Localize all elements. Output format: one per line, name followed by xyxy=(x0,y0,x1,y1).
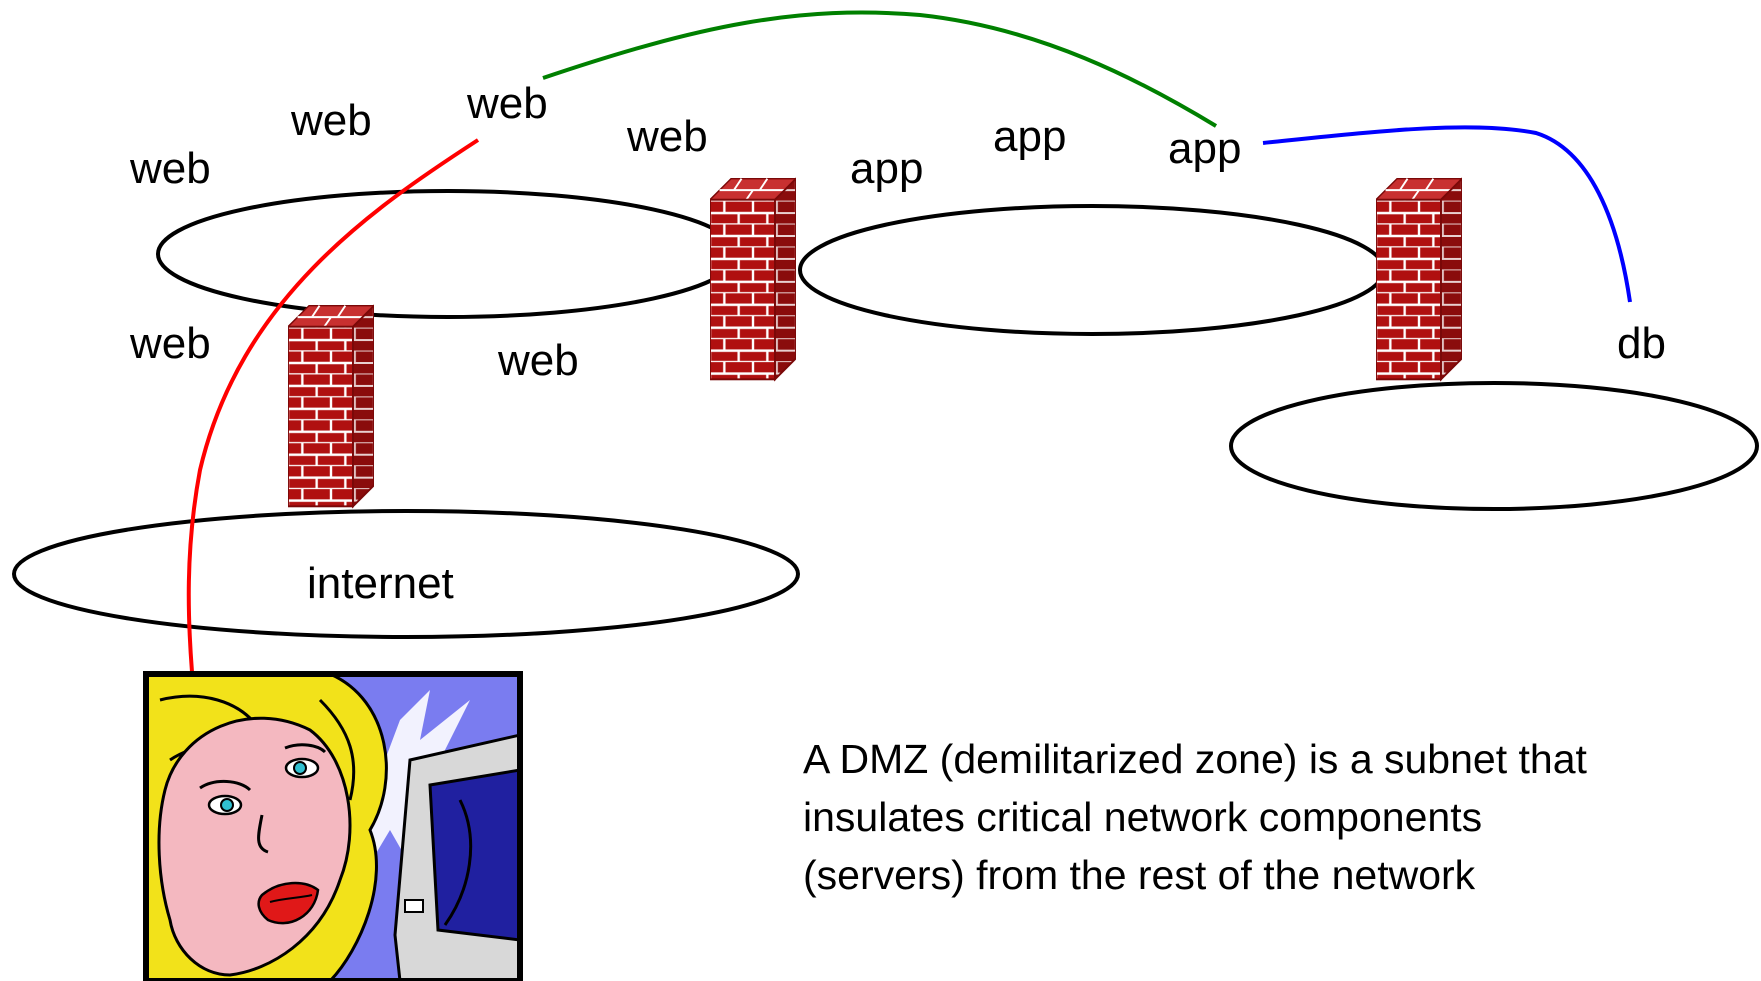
db-server-label: db xyxy=(1617,319,1666,368)
web-server-label: web xyxy=(129,319,211,368)
app-server-label: app xyxy=(850,144,923,193)
internet-network xyxy=(12,509,800,639)
web-server-label: web xyxy=(129,144,211,193)
internet-label: internet xyxy=(307,559,454,608)
description-line: insulates critical network components xyxy=(803,794,1483,840)
app-server-label: app xyxy=(993,112,1066,161)
db-tier-network xyxy=(1229,381,1759,511)
user-at-computer-icon xyxy=(143,671,523,981)
app-tier-network xyxy=(798,204,1386,336)
app-to-db-connection xyxy=(1262,125,1632,303)
web-server-label: web xyxy=(290,96,372,145)
web-tier-network xyxy=(156,189,740,319)
web-server-label: web xyxy=(626,112,708,161)
dmz-description: A DMZ (demilitarized zone) is a subnet t… xyxy=(803,730,1733,904)
firewall-icon xyxy=(1376,177,1462,381)
web-to-app-connection xyxy=(542,10,1218,128)
client-to-web-connection xyxy=(186,138,480,673)
firewall-icon xyxy=(710,177,796,381)
description-line: (servers) from the rest of the network xyxy=(803,852,1476,898)
web-server-label: web xyxy=(497,336,579,385)
web-server-label: web xyxy=(466,79,548,128)
description-line: A DMZ (demilitarized zone) is a subnet t… xyxy=(803,736,1587,782)
app-server-label: app xyxy=(1168,124,1241,173)
firewall-icon xyxy=(288,304,374,508)
